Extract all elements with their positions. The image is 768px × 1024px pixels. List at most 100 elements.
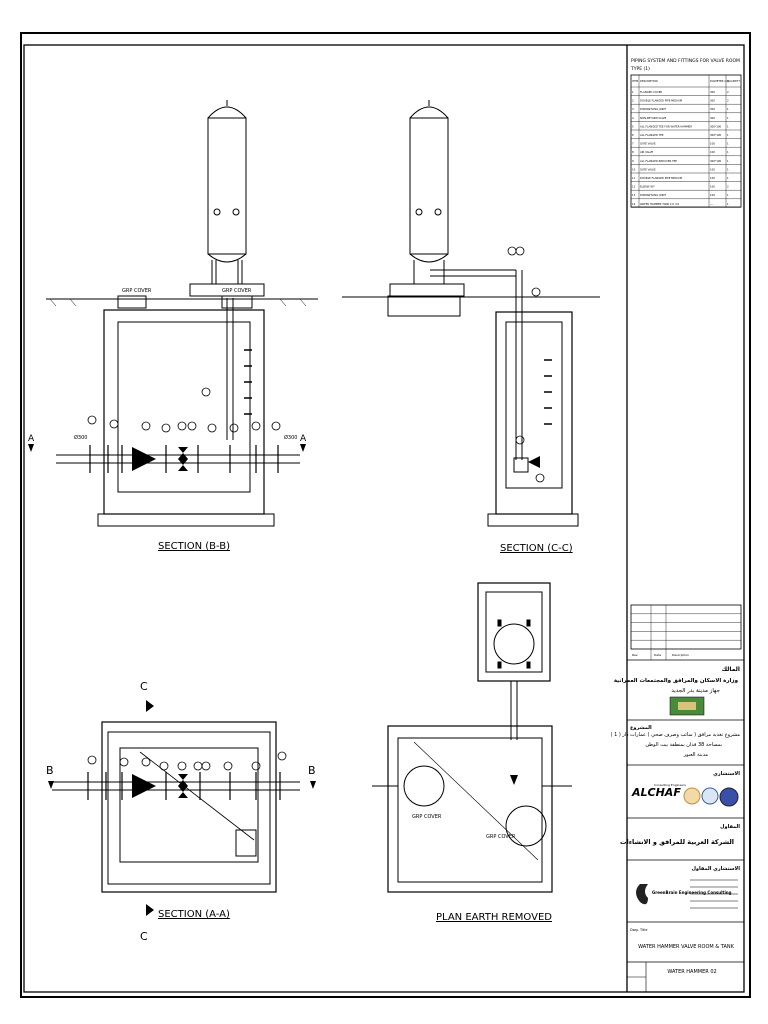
section-marker-c: C — [140, 680, 148, 693]
pipe-dn-label: Ø300 — [74, 434, 87, 441]
table-cell: 300 — [710, 107, 715, 111]
table-cell: ELBOW 90° — [640, 185, 656, 189]
consultant-subtitle: Consulting Engineers — [654, 783, 686, 787]
table-header: DESCRIPTION — [640, 79, 658, 83]
table-cell: --- — [710, 203, 713, 206]
owner-label: المالك — [722, 666, 740, 673]
section-title-a-a: SECTION (A-A) — [158, 909, 230, 920]
table-cell: 10 — [632, 167, 636, 171]
project-line: مشروع تغذية مرافق ( سائب وصرف صحي ) عمار… — [611, 732, 741, 738]
table-cell: 300 — [710, 90, 715, 94]
table-cell: 1 — [727, 142, 729, 146]
project-line: بمساحة 38 فدان بمنطقة بيت الوطن — [645, 742, 722, 748]
table-header: ITEM — [632, 79, 638, 83]
table-cell: 12 — [632, 185, 636, 189]
section-title-c-c: SECTION (C-C) — [500, 543, 573, 554]
table-cell: GATE VALVE — [640, 142, 656, 146]
table-cell: ALL FLANGED TEE — [640, 133, 664, 137]
table-cell: DOUBLE FLANGED PIPE MEDIUM — [640, 176, 682, 180]
section-b-b-view: A A Ø300 Ø300 GRP COVER GRP COVER SECTIO… — [28, 100, 318, 552]
consultant-logo: ALCHAF — [631, 786, 681, 799]
table-cell: 8 — [632, 150, 634, 154]
consultant-seal-icon — [701, 787, 719, 805]
table-cell: 1 — [727, 193, 729, 197]
subconsultant-logo-icon — [636, 884, 648, 905]
table-cell: 2 — [727, 90, 729, 94]
table-cell: 1 — [727, 116, 729, 120]
inner-border — [23, 44, 745, 993]
table-cell: DISMANTLING JOINT — [640, 193, 666, 197]
section-title-b-b: SECTION (B-B) — [158, 541, 230, 552]
section-marker-b: B — [46, 764, 54, 777]
table-cell: 2 — [727, 185, 729, 189]
table-cell: ALL FLANGED TEE FOR WATER HAMMER — [640, 124, 692, 128]
table-cell: 1 — [727, 202, 729, 206]
table-cell: 100 — [710, 193, 715, 197]
table-cell: GATE VALVE — [640, 167, 656, 171]
project-label: المشروع — [630, 725, 652, 731]
check-valve-icon — [132, 774, 156, 798]
owner-line: وزارة الاسكان والمرافق والمجتمعات العمرا… — [614, 677, 739, 684]
table-cell: 300*100 — [710, 159, 722, 163]
title-block: PIPING SYSTEM AND FITTINGS FOR VALVE ROO… — [611, 58, 744, 992]
table-cell: WATER HAMMER TANK 2.0 m3 — [640, 202, 679, 206]
table-header: QUANTITY — [727, 79, 741, 83]
revision-table — [631, 605, 741, 660]
table-cell: DOUBLE FLANGED PIPE MEDIUM — [640, 99, 682, 103]
table-cell: NON-RETURN VALVE — [640, 116, 667, 120]
manhole-cover-icon — [505, 805, 547, 847]
table-cell: 1 — [727, 167, 729, 171]
consultant-seal-icon — [719, 787, 739, 807]
drawing-title: WATER HAMMER VALVE ROOM & TANK — [638, 944, 735, 950]
grp-cover-label: GRP COVER — [222, 288, 252, 294]
table-cell: 5 — [632, 124, 634, 128]
fittings-table-subtitle: TYPE (1) — [630, 66, 650, 72]
project-line: مدينة العبور — [683, 752, 709, 758]
plan-title: PLAN EARTH REMOVED — [436, 912, 552, 923]
table-cell: 13 — [632, 193, 636, 197]
subconsultant-name: GreenBrain Engineering Consulting — [652, 890, 732, 895]
table-cell: 1 — [727, 133, 729, 137]
gate-valve-icon — [178, 447, 188, 471]
table-cell: 1 — [727, 107, 729, 111]
table-cell: 2 — [632, 99, 634, 103]
grp-cover-label: GRP COVER — [122, 288, 152, 294]
table-header: DIAMETER mm — [710, 79, 730, 83]
consultant-label: الاستشاري — [713, 771, 740, 777]
table-cell: 1 — [727, 150, 729, 154]
table-cell: 100 — [710, 185, 715, 189]
table-cell: 4 — [632, 116, 634, 120]
owner-line: جهاز مدينة بدر الجديد — [671, 688, 720, 694]
table-cell: 2 — [727, 99, 729, 103]
table-cell: ALL FLANGED REDUCER TEE — [640, 159, 677, 163]
check-valve-icon — [132, 447, 156, 471]
table-cell: 1 — [727, 176, 729, 180]
contractor-label: المقاول — [720, 824, 740, 830]
tank-plan-icon — [493, 623, 535, 665]
drawing-title-label: Dwg. Title — [630, 928, 648, 932]
table-cell: 300 — [710, 99, 715, 103]
table-cell: 300*100 — [710, 124, 722, 128]
table-cell: FLANGED COVER — [640, 90, 662, 94]
rev-header: Date — [654, 653, 661, 657]
section-c-c-view: SECTION (C-C) — [342, 100, 600, 554]
pipe-dn-label: Ø300 — [284, 434, 297, 441]
table-cell: 300*100 — [710, 133, 722, 137]
table-cell: 6 — [632, 133, 634, 137]
section-marker-b: B — [308, 764, 316, 777]
table-cell: 3 — [632, 107, 634, 111]
water-hammer-tank-icon — [409, 100, 449, 284]
section-marker-c: C — [140, 930, 148, 943]
outer-border — [20, 32, 751, 998]
table-cell: 1 — [727, 159, 729, 163]
consultant-seal-icon — [683, 787, 701, 805]
rev-header: Rev. — [632, 653, 638, 657]
water-hammer-tank-icon — [207, 100, 247, 284]
section-marker-a: A — [300, 434, 307, 444]
manhole-cover-icon — [403, 765, 445, 807]
contractor-name: الشركة العربية للمرافق و الانشاءات — [620, 838, 734, 846]
drawing-number: WATER HAMMER 02 — [667, 969, 716, 975]
gate-valve-icon — [178, 774, 188, 798]
